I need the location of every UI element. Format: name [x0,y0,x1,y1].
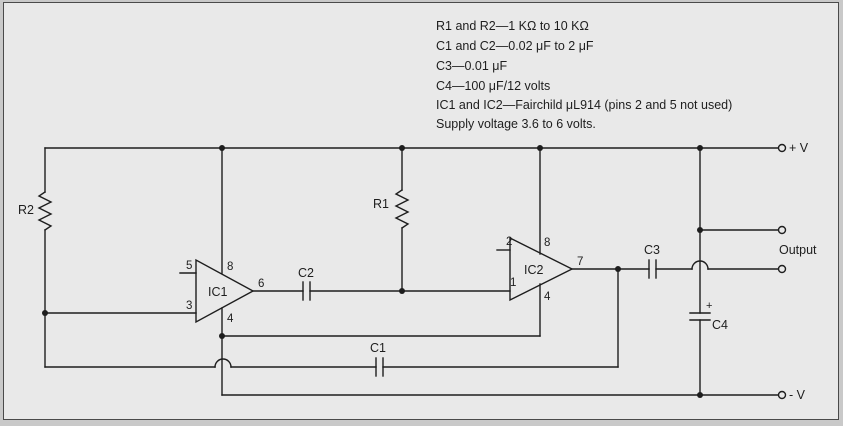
ic1-amplifier [195,258,255,324]
ic1-pin6-label: 6 [258,278,264,290]
c4-label: C4 [712,318,728,332]
r1-resistor [394,189,410,229]
ic2-pin4-label: 4 [544,291,551,303]
ic2-pin2-label: 2 [506,236,512,248]
ic1-pin3-label: 3 [186,300,192,312]
ic1-label: IC1 [208,285,228,299]
junction-dots [42,145,703,398]
minus-v-label: - V [789,388,806,402]
ic2-pin7-label: 7 [577,256,583,268]
note-c1-c2: C1 and C2—0.02 μF to 2 μF [436,39,594,53]
ic1-pin8-label: 8 [227,261,233,273]
ic1-pin5-label: 5 [186,260,192,272]
ic1-pin4-label: 4 [227,313,234,325]
note-supply: Supply voltage 3.6 to 6 volts. [436,117,596,131]
ic2-pin1-label: 1 [510,277,516,289]
note-c3: C3—0.01 μF [436,59,508,73]
r1-label: R1 [373,197,389,211]
ic2-pin8-label: 8 [544,237,550,249]
c4-polarity-mark: + [706,300,712,312]
output-terminal-upper[interactable] [777,225,787,235]
c2-label: C2 [298,266,314,280]
note-resistors: R1 and R2—1 KΩ to 10 KΩ [436,19,589,33]
ic2-amplifier [509,236,574,302]
r2-resistor [37,191,53,231]
wire-crossover-hop [214,358,232,368]
output-terminal-lower[interactable] [777,264,787,274]
output-label: Output [779,243,817,257]
c3-label: C3 [644,243,660,257]
minus-v-terminal[interactable] [777,390,787,400]
c1-label: C1 [370,341,386,355]
note-c4: C4—100 μF/12 volts [436,79,551,93]
plus-v-terminal[interactable] [777,143,787,153]
plus-v-label: + V [789,141,809,155]
r2-label: R2 [18,203,34,217]
note-ics: IC1 and IC2—Fairchild μL914 (pins 2 and … [436,98,733,112]
ic2-label: IC2 [524,263,544,277]
